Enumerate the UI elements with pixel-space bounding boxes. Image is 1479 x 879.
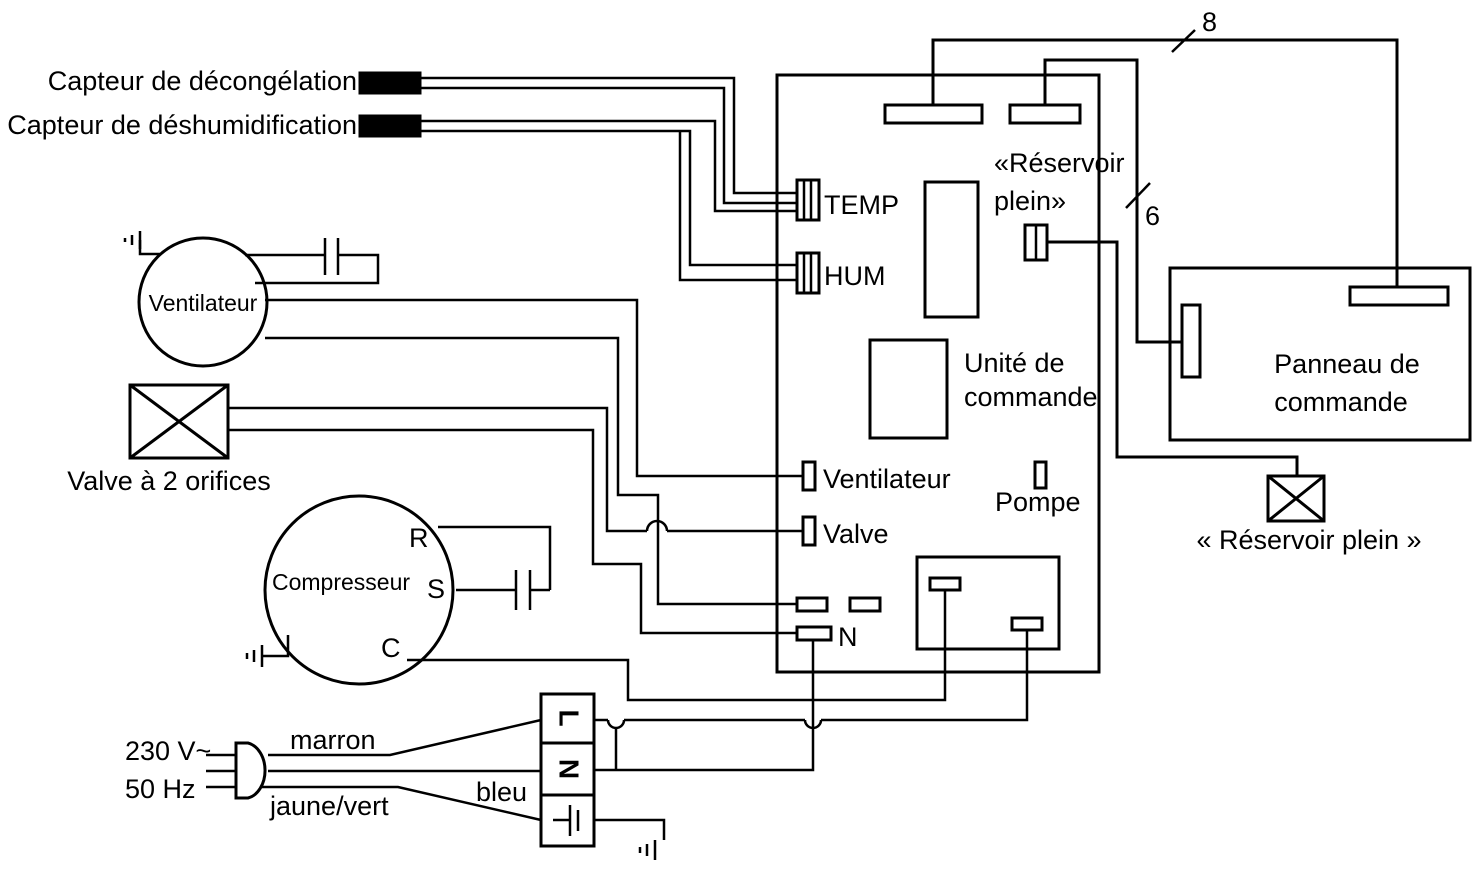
- pin-connector-a: [795, 596, 829, 613]
- frequency-label: 50 Hz: [125, 774, 196, 804]
- bus-6-label: 6: [1145, 201, 1160, 231]
- board-connector-top-right: [1008, 103, 1082, 125]
- compressor-motor: [263, 494, 455, 686]
- brown-wire-label: marron: [290, 725, 376, 755]
- hum-label: HUM: [824, 261, 886, 291]
- valve-label: Valve à 2 orifices: [67, 466, 271, 496]
- panel-connector-side: [1180, 303, 1202, 379]
- control-panel-box: [1168, 266, 1472, 442]
- neutral-connector: [795, 625, 833, 642]
- compressor-r-label: R: [409, 523, 429, 553]
- terminal-n-label: N: [554, 759, 585, 779]
- voltage-label: 230 V~: [125, 736, 211, 766]
- conn-fan-label: Ventilateur: [823, 464, 951, 494]
- compressor-label: Compresseur: [272, 569, 410, 595]
- compressor-c-label: C: [381, 633, 401, 663]
- temp-connector: [795, 178, 821, 222]
- fan-label: Ventilateur: [149, 290, 258, 316]
- bus-8-label: 8: [1202, 7, 1217, 37]
- board-chip-upper: [923, 180, 980, 319]
- power-module-box: [915, 555, 1061, 651]
- fan-connector: [801, 460, 817, 492]
- defrost-sensor-label: Capteur de décongélation: [48, 66, 357, 96]
- blue-wire-label: bleu: [476, 777, 527, 807]
- conn-valve-label: Valve: [823, 519, 889, 549]
- valve-connector: [801, 515, 817, 547]
- compressor-s-label: S: [427, 574, 445, 604]
- dehum-sensor-probe: [358, 114, 422, 138]
- board-connector-top-left: [883, 103, 984, 125]
- pin-connector-b: [848, 596, 882, 613]
- control-board: [775, 73, 1101, 674]
- control-unit-label-2: commande: [964, 382, 1098, 412]
- two-way-valve-box: [128, 383, 230, 460]
- terminal-l-label: L: [554, 709, 585, 726]
- tank-full-switch-box: [1266, 474, 1326, 523]
- temp-label: TEMP: [824, 190, 899, 220]
- power-plug: [234, 741, 267, 800]
- fan-motor: [137, 236, 269, 368]
- control-unit-label-1: Unité de: [964, 348, 1065, 378]
- control-unit-box: [868, 338, 949, 440]
- tank-full-label-2: plein»: [994, 186, 1066, 216]
- pump-label: Pompe: [995, 487, 1081, 517]
- panel-label-1: Panneau de: [1274, 349, 1420, 379]
- tank-full-switch-label: « Réservoir plein »: [1196, 525, 1421, 555]
- dehum-sensor-label: Capteur de déshumidification: [7, 110, 357, 140]
- hum-connector: [795, 251, 821, 295]
- yellow-green-wire-label: jaune/vert: [269, 791, 389, 821]
- panel-connector-top: [1348, 285, 1450, 307]
- defrost-sensor-probe: [358, 71, 422, 95]
- power-module-pin-right: [1010, 616, 1044, 632]
- power-module-pin-left: [928, 576, 962, 592]
- pump-connector: [1033, 460, 1048, 490]
- panel-label-2: commande: [1274, 387, 1408, 417]
- tank-full-label-1: «Réservoir: [994, 148, 1125, 178]
- neutral-label: N: [838, 622, 858, 652]
